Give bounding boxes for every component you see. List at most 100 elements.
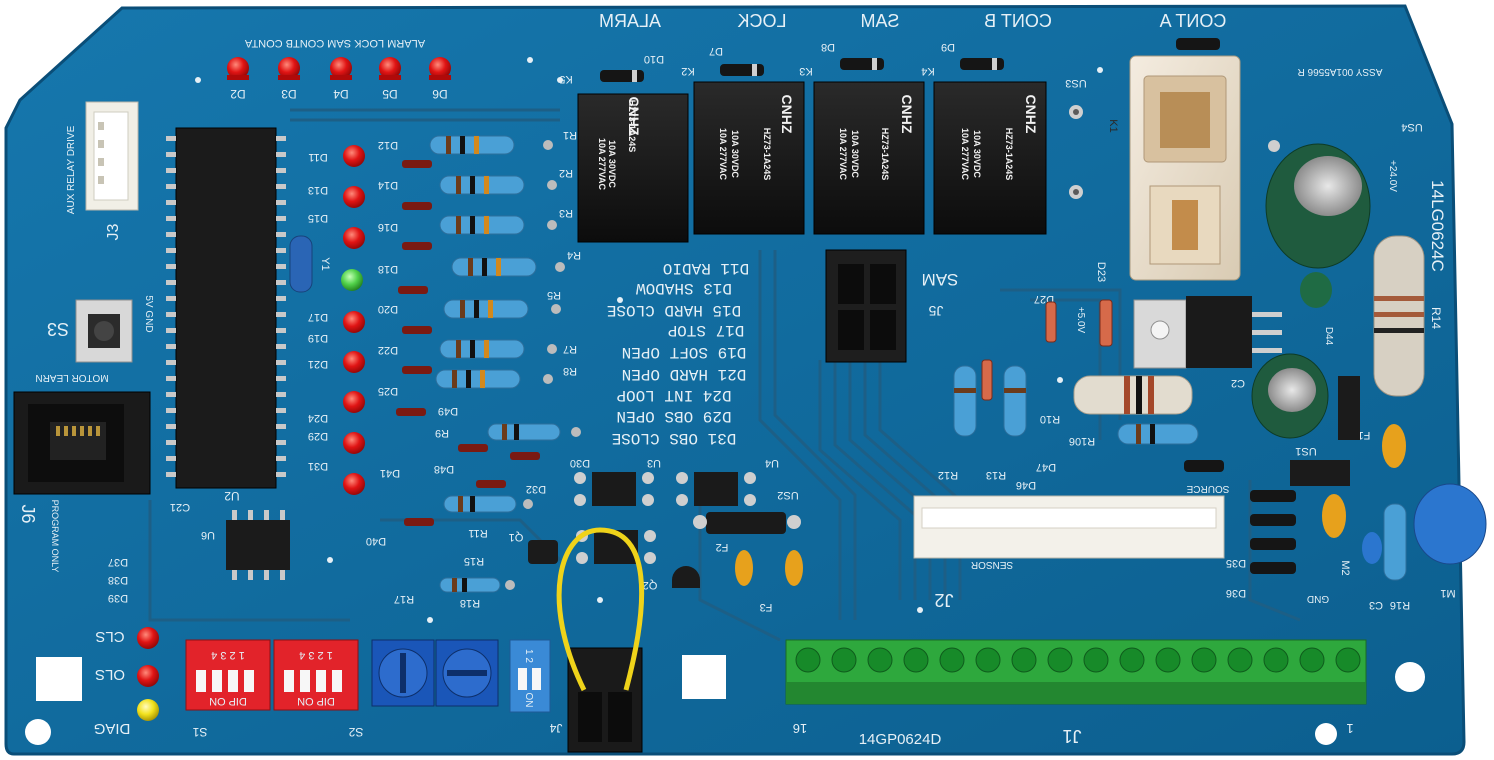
capacitor-large: US4 +24.0V	[1265, 121, 1423, 269]
potentiometer[interactable]	[435, 639, 499, 707]
ic-u6: U6	[201, 510, 290, 580]
fuse-f3	[785, 550, 803, 586]
resistor	[439, 339, 525, 359]
status-led	[343, 391, 365, 413]
dip-switch-s1[interactable]: 1 2 3 4 DIP ON S1	[185, 639, 271, 739]
d35-label: D35	[1226, 557, 1246, 569]
connector-j4: J4	[549, 527, 645, 753]
cls-label: CLS	[95, 628, 124, 645]
q1-label: Q1	[509, 531, 524, 543]
f3-label: F3	[760, 601, 773, 613]
r9-label: R9	[435, 427, 449, 439]
d23-label: D23	[1095, 262, 1107, 282]
u6-label: U6	[201, 529, 215, 541]
label-cont-a: CONT A	[1160, 11, 1227, 31]
j6-label: J6	[18, 504, 38, 523]
relay-rating: 10A 30VDC	[850, 130, 860, 178]
led-d4	[330, 57, 352, 80]
led-ref: D22	[378, 344, 398, 356]
u2-label: U2	[224, 489, 240, 503]
k1-label: K1	[1107, 119, 1119, 132]
mount-hole	[25, 719, 51, 745]
relay-ref: K2	[681, 65, 694, 77]
relay-brand: CNHZ	[1023, 95, 1039, 134]
diag-label: DIAG	[94, 720, 131, 737]
d37-label: D37	[108, 556, 128, 568]
resistor	[435, 369, 521, 389]
small-dip-numbers: 1 2	[523, 649, 534, 663]
j5-label: J5	[928, 303, 943, 319]
source-label: SOURCE	[1186, 483, 1229, 494]
potentiometer[interactable]	[371, 639, 435, 707]
u4-label: U4	[765, 457, 779, 469]
legend-line: D15 HARD CLOSE	[607, 301, 741, 319]
c2-label: C2	[1231, 377, 1245, 389]
resistor	[439, 577, 501, 593]
r106-label: R106	[1069, 435, 1095, 447]
relay-rating: 10A 277VAC	[597, 138, 607, 191]
d36-label: D36	[1226, 587, 1246, 599]
relay-model: HZ73-1A24S	[1004, 128, 1014, 181]
legend-line: D11 RADIO	[663, 259, 749, 277]
fuse-f2	[735, 550, 753, 586]
j2-label: J2	[934, 590, 953, 610]
power-relay-k1: K1	[1107, 38, 1241, 281]
relay-ref: K4	[921, 65, 934, 77]
r18-label: R18	[460, 597, 480, 609]
s3-label: S3	[47, 319, 69, 339]
varistor-m1: M1 R16 C3	[1362, 483, 1487, 611]
d40-label: D40	[366, 535, 386, 547]
resistor	[443, 299, 529, 319]
d32-label: D32	[526, 483, 546, 495]
dip-numbers: 1 2 3 4	[299, 649, 333, 661]
legend-line: D13 SHADOW	[636, 279, 732, 297]
connector-j2: J2 SENSOR	[913, 495, 1225, 610]
m1-label: M1	[1440, 587, 1455, 599]
relay-diodes: K5 D10 K2 D7 K3 D8 K4 D9	[559, 41, 1004, 85]
terminal-block-j1: 16 1 J1 14GP0624D	[785, 639, 1367, 748]
led-ref: D17	[308, 311, 328, 323]
motor-learn-button-s3[interactable]	[75, 299, 133, 363]
status-led	[343, 311, 365, 333]
led-ref: D14	[378, 179, 398, 191]
crystal-y1: Y1	[289, 235, 331, 293]
board-substrate	[4, 4, 1466, 756]
led-ref: D19	[308, 332, 328, 344]
led-ref: D13	[308, 184, 328, 196]
microcontroller-u2: U2 C21	[166, 127, 286, 513]
label-sam: SAM	[860, 11, 899, 31]
d48-label: D48	[434, 463, 454, 475]
r16-label: R16	[1390, 599, 1410, 611]
led-d5	[379, 57, 401, 80]
diag-led	[137, 699, 159, 721]
d47-label: D47	[1036, 461, 1056, 473]
relay-k4: CNHZ HZ73-1A24S 10A 30VDC 10A 277VAC	[933, 81, 1047, 235]
resistor-bank: R1 R2 R3 R4 R5 R7 R8 R9 D48 D32 D40 R11 …	[366, 129, 581, 609]
optocoupler-u3: U3 D30	[570, 457, 661, 506]
dip-switch-s2[interactable]: 1 2 3 4 DIP ON S2	[273, 639, 363, 739]
led-label: D6	[432, 87, 448, 101]
f2-label: F2	[716, 541, 729, 553]
us1-label: US1	[1295, 445, 1316, 457]
resistor-ref: R3	[559, 207, 573, 219]
led-ref: D20	[378, 303, 398, 315]
mount-hole	[682, 655, 726, 699]
relay-rating: 10A 277VAC	[718, 128, 728, 181]
resistor-ref: R8	[563, 365, 577, 377]
relay-model: HZ73-1A24S	[880, 128, 890, 181]
legend-line: D19 SOFT OPEN	[622, 343, 747, 361]
relay-diode-ref: D9	[941, 41, 955, 53]
relay-k2: CNHZ HZ73-1A24S 10A 30VDC 10A 277VAC	[693, 81, 805, 235]
resistor	[487, 423, 561, 441]
d38-label: D38	[108, 574, 128, 586]
resistor	[439, 215, 525, 235]
relay-brand: CNHZ	[779, 95, 795, 134]
dip-switch-small[interactable]: 1 2 ON	[509, 639, 551, 713]
led-label: D4	[333, 87, 349, 101]
voltage-regulator	[1133, 296, 1282, 369]
resistor-ref: R2	[559, 167, 573, 179]
status-led	[343, 186, 365, 208]
led-d3	[278, 57, 300, 80]
resistor	[451, 257, 537, 277]
